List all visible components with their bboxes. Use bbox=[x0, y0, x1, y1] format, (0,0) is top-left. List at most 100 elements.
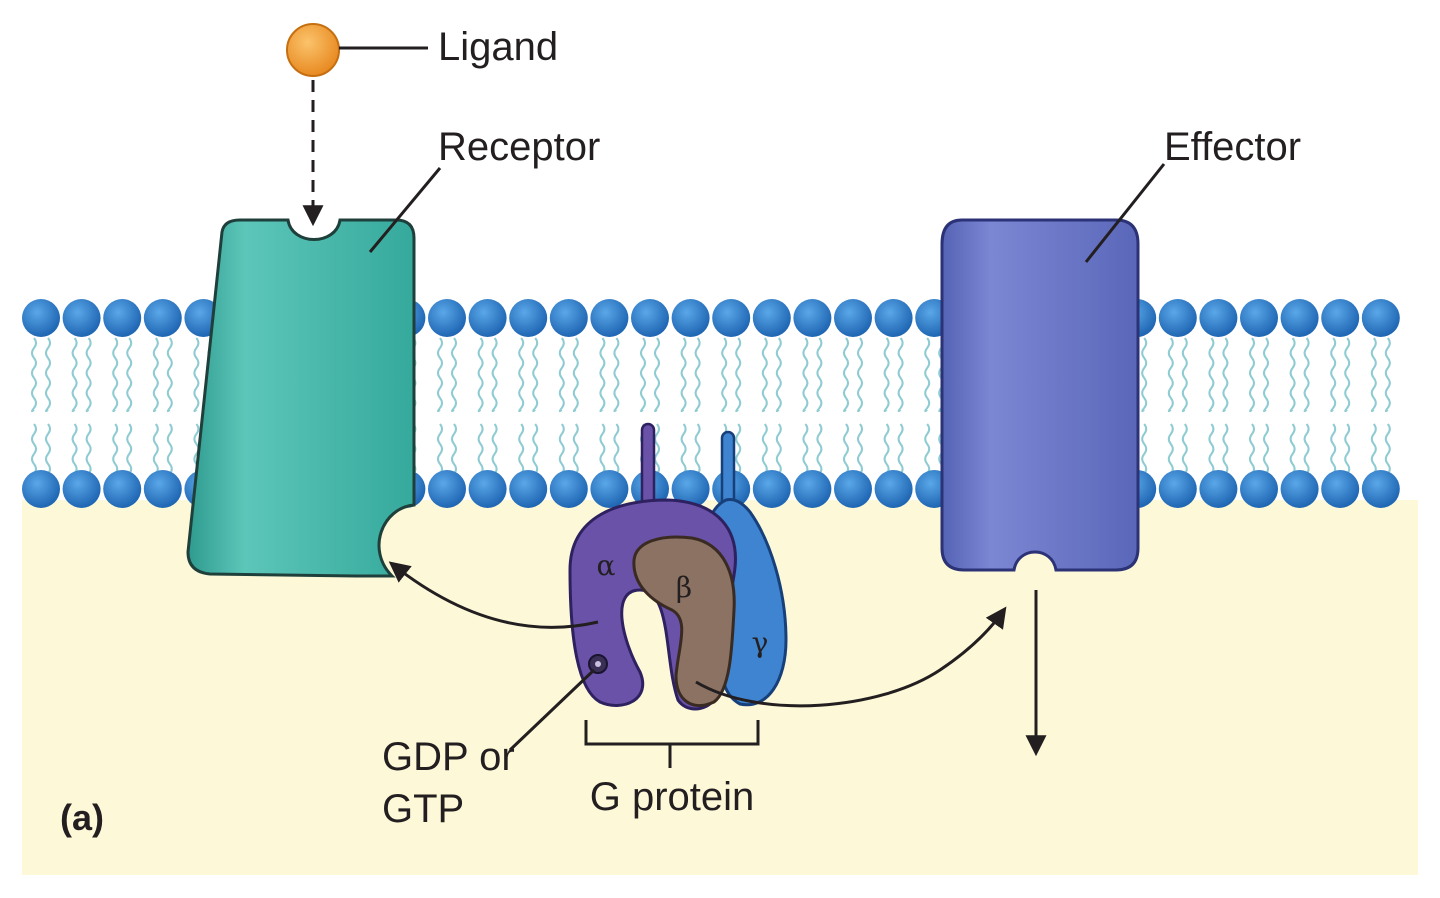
lipid-tail bbox=[857, 337, 863, 413]
lipid-head bbox=[671, 299, 710, 337]
lipid-head bbox=[549, 299, 588, 337]
lipid-tail bbox=[680, 337, 687, 413]
lipid-head bbox=[752, 299, 791, 337]
lipid-tail bbox=[924, 337, 931, 413]
lipid-head bbox=[428, 299, 466, 337]
g-protein-to-effector-arrow bbox=[695, 606, 1007, 708]
effector-protein bbox=[940, 218, 1140, 572]
lipid-tail bbox=[572, 337, 579, 413]
lipid-head bbox=[671, 470, 710, 508]
lipid-tail bbox=[31, 337, 37, 413]
lipid-head bbox=[1321, 299, 1360, 337]
lipid-tail bbox=[532, 337, 539, 413]
g-protein-label: G protein bbox=[590, 775, 755, 819]
lipid-tail bbox=[1330, 337, 1337, 413]
lipid-tail bbox=[477, 337, 484, 413]
lipid-tail bbox=[1141, 337, 1148, 413]
nucleotide-label-line2: GTP bbox=[382, 787, 464, 831]
lipid-tail bbox=[491, 337, 498, 413]
lipid-head bbox=[22, 470, 60, 508]
lipid-head bbox=[834, 299, 872, 337]
lipid-tail bbox=[1249, 337, 1255, 413]
lipid-head bbox=[1361, 299, 1400, 337]
lipid-tail bbox=[85, 337, 92, 413]
lipid-head bbox=[590, 470, 629, 508]
lipid-head bbox=[428, 470, 466, 508]
lipid-head bbox=[509, 470, 548, 508]
lipid-head bbox=[103, 470, 142, 508]
lipid-head bbox=[1361, 470, 1400, 508]
lipid-head bbox=[468, 299, 507, 337]
lipid-head bbox=[468, 470, 507, 508]
lipid-tail bbox=[1344, 337, 1351, 413]
ligand-icon bbox=[286, 23, 340, 77]
lipid-head bbox=[631, 299, 669, 337]
lipid-tail bbox=[193, 337, 200, 413]
receptor-leader-line bbox=[368, 167, 442, 253]
lipid-head bbox=[1321, 470, 1360, 508]
lipid-head bbox=[1158, 470, 1197, 508]
g-protein-beta-subunit bbox=[632, 535, 736, 708]
lipid-tail bbox=[843, 337, 849, 413]
lipid-tail bbox=[437, 337, 443, 413]
lipid-tail bbox=[1181, 337, 1188, 413]
nucleotide-label-line1: GDP or bbox=[382, 735, 515, 779]
lipid-head bbox=[1199, 470, 1238, 508]
lipid-head bbox=[874, 299, 913, 337]
lipid-tail bbox=[166, 337, 173, 413]
receptor-label: Receptor bbox=[438, 125, 600, 169]
lipid-head bbox=[1240, 299, 1278, 337]
lipid-tail bbox=[816, 337, 823, 413]
panel-label: (a) bbox=[60, 797, 104, 838]
g-protein-bracket bbox=[584, 720, 760, 768]
lipid-tail bbox=[613, 337, 620, 413]
lipid-head bbox=[62, 299, 101, 337]
lipid-tail bbox=[1303, 337, 1310, 413]
lipid-tail bbox=[599, 337, 606, 413]
lipid-head bbox=[1240, 470, 1278, 508]
lipid-head bbox=[22, 299, 60, 337]
lipid-tail bbox=[640, 337, 646, 413]
lipid-tail bbox=[71, 337, 78, 413]
lipid-head bbox=[143, 470, 182, 508]
lipid-tail bbox=[735, 337, 742, 413]
lipid-head bbox=[834, 470, 872, 508]
lipid-head bbox=[793, 470, 832, 508]
lipid-head bbox=[1199, 299, 1238, 337]
lipid-tail bbox=[897, 337, 904, 413]
lipid-tail bbox=[1384, 337, 1391, 413]
lipid-head bbox=[549, 470, 588, 508]
lipid-head bbox=[1280, 299, 1319, 337]
lipid-head bbox=[1158, 299, 1197, 337]
alpha-label: α bbox=[597, 549, 616, 582]
effector-leader-line bbox=[1084, 163, 1166, 263]
lipid-head bbox=[103, 299, 142, 337]
lipid-tail bbox=[1289, 337, 1296, 413]
lipid-tail bbox=[1208, 337, 1215, 413]
lipid-tail bbox=[654, 337, 660, 413]
lipid-tail bbox=[1167, 337, 1174, 413]
ligand-label: Ligand bbox=[438, 25, 558, 69]
lipid-tail bbox=[775, 337, 782, 413]
lipid-tail bbox=[451, 337, 457, 413]
lipid-head bbox=[590, 299, 629, 337]
lipid-head bbox=[62, 470, 101, 508]
lipid-head bbox=[874, 470, 913, 508]
alpha-to-receptor-arrow bbox=[388, 561, 599, 629]
lipid-tail bbox=[1222, 337, 1229, 413]
lipid-head bbox=[1280, 470, 1319, 508]
lipid-head bbox=[143, 299, 182, 337]
lipid-head bbox=[793, 299, 832, 337]
lipid-tail bbox=[1370, 337, 1377, 413]
lipid-tail bbox=[518, 337, 525, 413]
lipid-tail bbox=[883, 337, 890, 413]
lipid-tail bbox=[126, 337, 133, 413]
beta-label: β bbox=[676, 571, 692, 604]
lipid-head bbox=[712, 299, 751, 337]
lipid-tail bbox=[1263, 337, 1269, 413]
lipid-head bbox=[509, 299, 548, 337]
lipid-tail bbox=[152, 337, 159, 413]
lipid-tail bbox=[802, 337, 809, 413]
lipid-tail bbox=[694, 337, 701, 413]
